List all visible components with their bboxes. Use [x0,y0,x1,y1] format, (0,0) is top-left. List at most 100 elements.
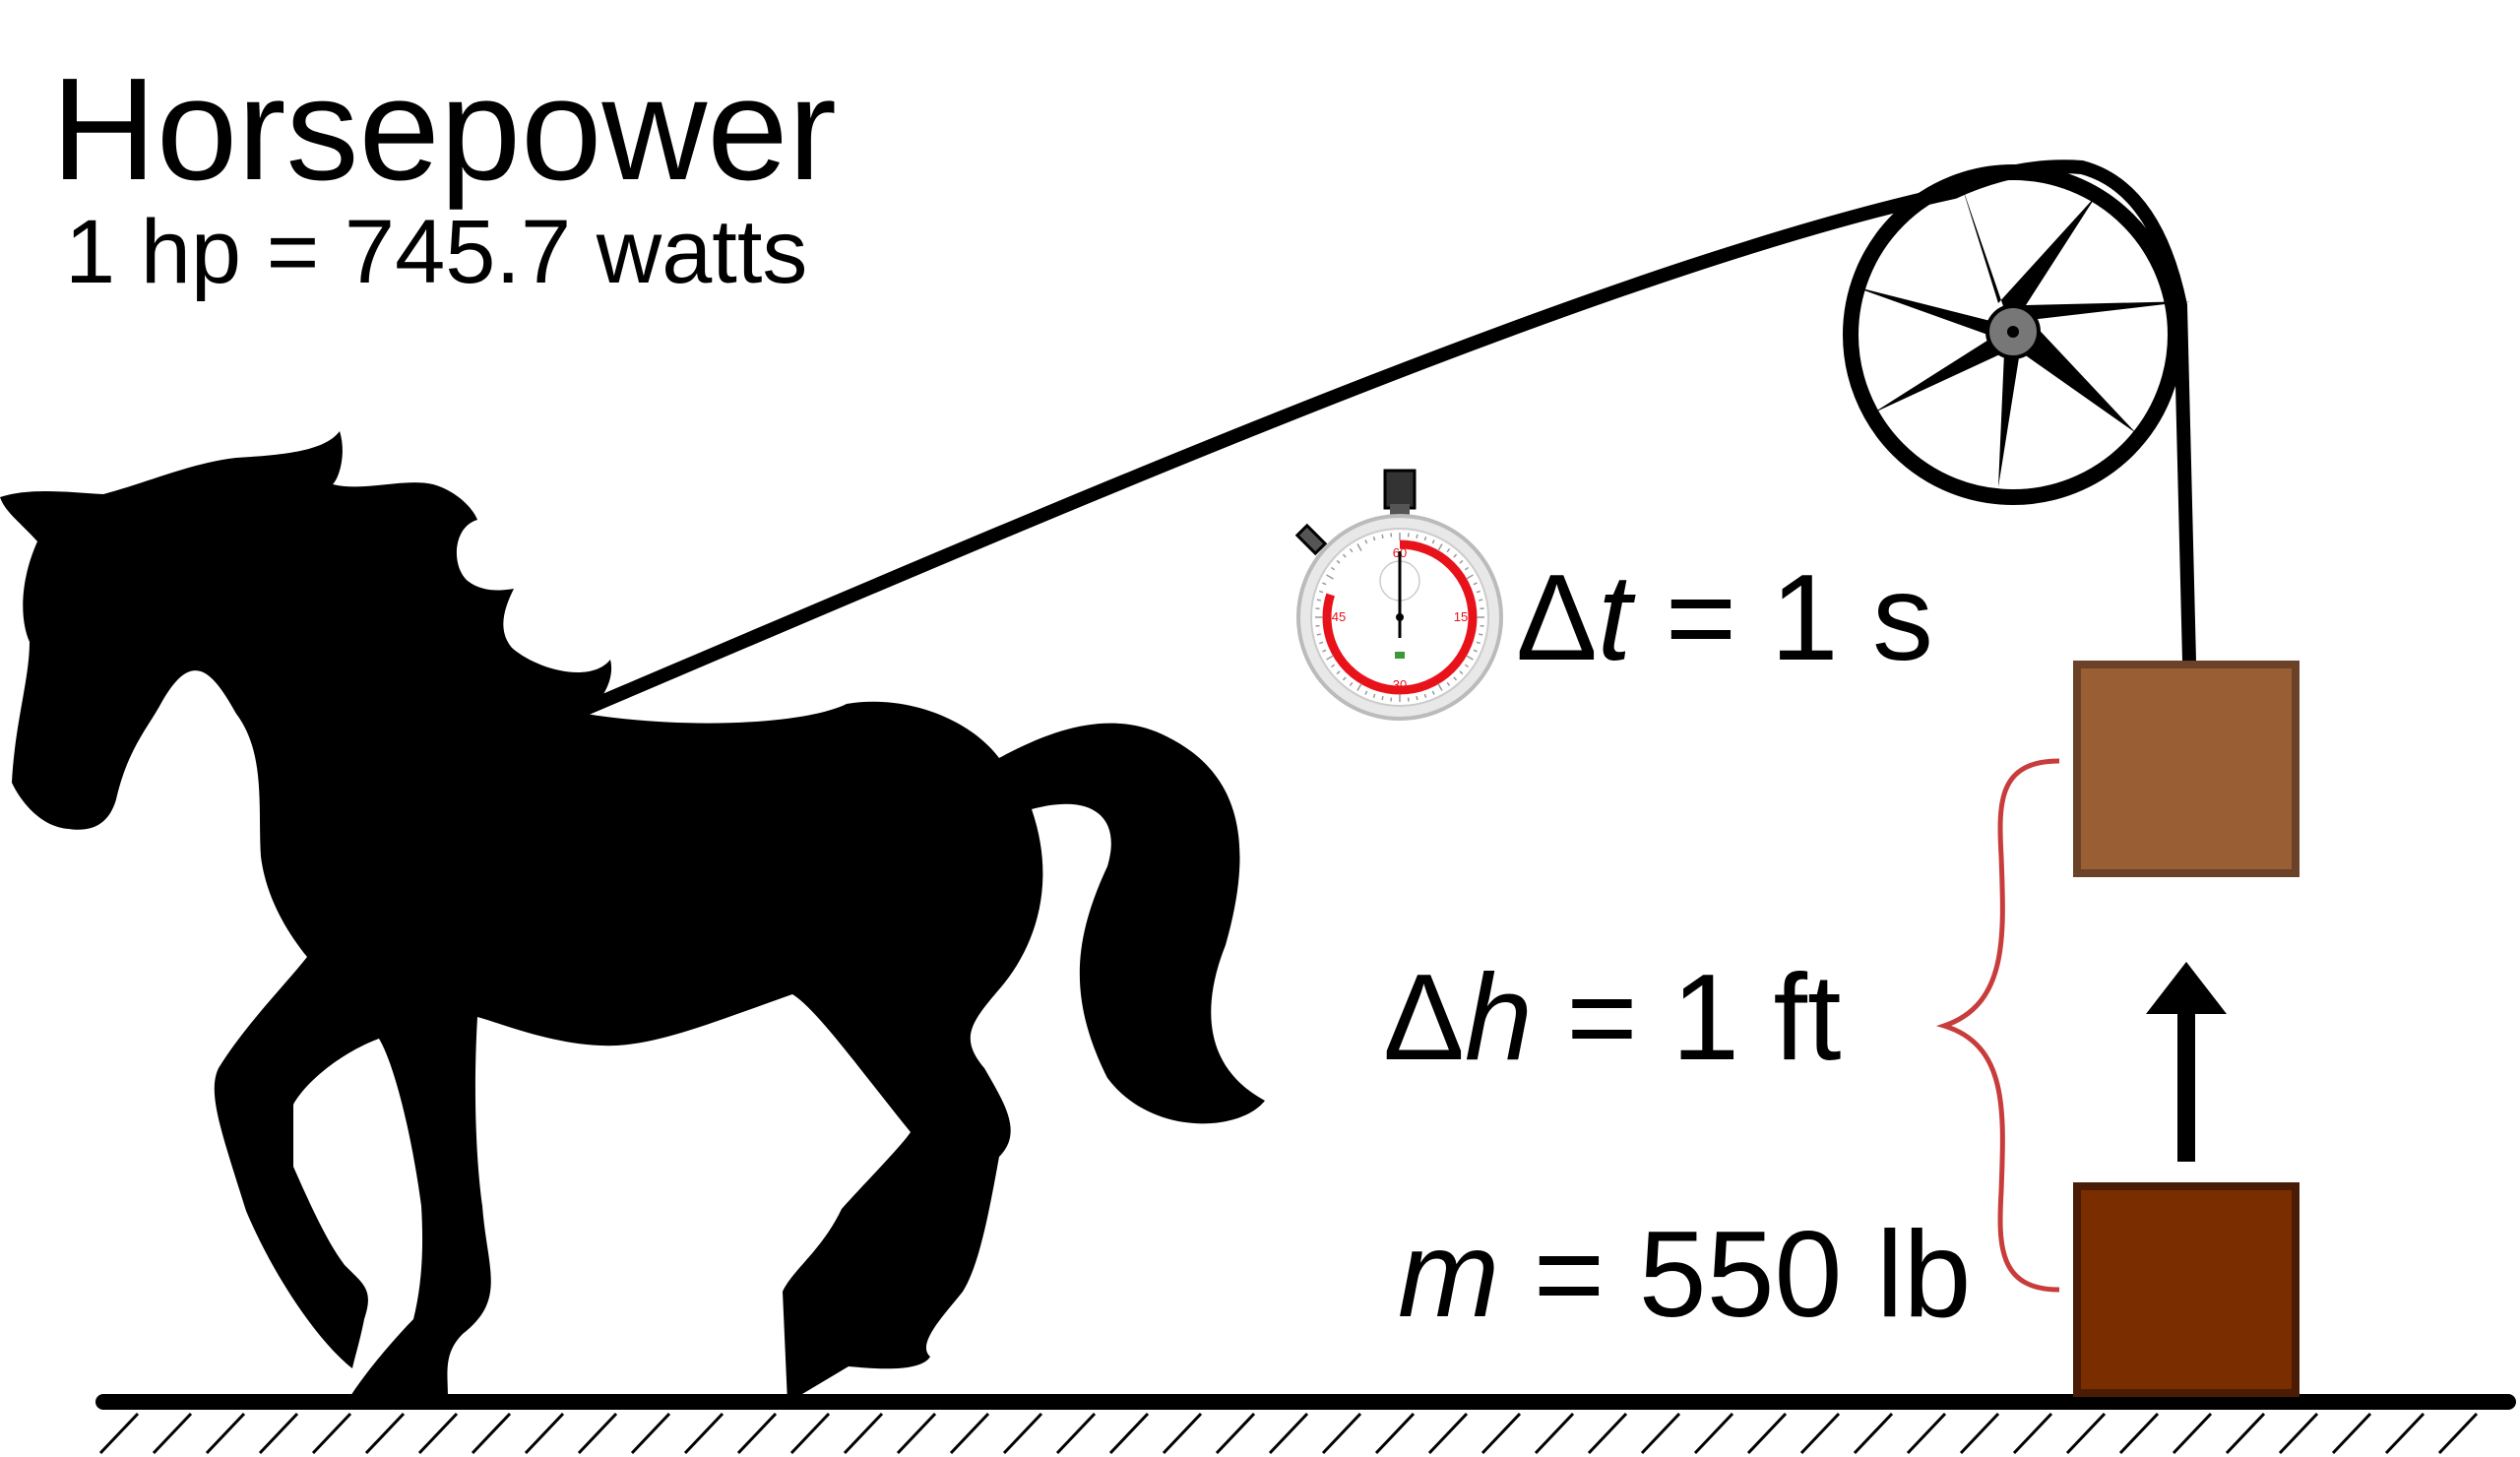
hatch-mark [2278,1412,2319,1455]
page-title: Horsepower [51,48,837,211]
page-subtitle: 1 hp = 745.7 watts [65,202,808,302]
stopwatch-tick [1459,670,1464,675]
stopwatch-tick [1326,655,1334,661]
stopwatch-tick [1342,676,1347,681]
stopwatch-tick [1453,676,1458,681]
stopwatch-tick [1466,655,1474,661]
hatch-mark [949,1412,990,1455]
hatch-mark [2065,1412,2107,1455]
hatch-mark [736,1412,778,1455]
stopwatch-tick [1446,547,1451,553]
hatch-mark [843,1412,884,1455]
stopwatch-tick [1330,566,1336,571]
hatch-mark [1534,1412,1575,1455]
time-delta: Δ [1516,550,1598,686]
mass-variable: m [1398,1207,1500,1343]
stopwatch-tick [1318,641,1324,645]
stopwatch-tick [1381,534,1384,538]
stopwatch-tick [1316,633,1321,636]
stopwatch-tick [1453,553,1458,558]
hatch-mark [896,1412,937,1455]
hatch-mark [1162,1412,1203,1455]
stopwatch-tick [1431,690,1435,695]
hatch-mark [1746,1412,1788,1455]
hatch-mark [417,1412,459,1455]
hatch-mark [2437,1412,2479,1455]
stopwatch-tick [1336,670,1341,675]
stopwatch-red-ring [1322,539,1478,695]
ground [95,1394,2516,1455]
stopwatch-tick [1464,664,1470,668]
stopwatch-tick [1464,566,1470,571]
stopwatch-tick-45: 45 [1332,609,1346,624]
stopwatch-tick-30: 30 [1393,677,1407,692]
hatch-mark [98,1412,140,1455]
stopwatch-tick [1416,534,1418,538]
hatch-mark [1374,1412,1416,1455]
box-lower [2073,1182,2300,1397]
arrow-shaft [2177,1009,2195,1162]
time-variable: t [1597,550,1632,686]
height-delta: Δ [1383,950,1465,1086]
rope [578,159,2196,718]
stopwatch-icon: 60 15 30 45 [1294,469,1503,721]
mass-equation: m = 550 lb [1398,1214,1971,1336]
stopwatch-tick [1437,683,1443,691]
hatch-mark [1959,1412,2000,1455]
stopwatch-tick [1356,543,1362,551]
hatch-mark [2012,1412,2053,1455]
hatch-mark [1640,1412,1681,1455]
hatch-mark [205,1412,246,1455]
hatch-mark [1002,1412,1043,1455]
hatch-mark [1427,1412,1469,1455]
stopwatch-tick [1479,599,1483,602]
time-value: = 1 s [1631,550,1934,686]
hatch-mark [364,1412,406,1455]
stopwatch-tick [1326,574,1334,580]
horse-silhouette-icon [0,431,1265,1403]
stopwatch-tick [1459,559,1464,564]
stopwatch-tick [1423,536,1427,541]
hatch-mark [311,1412,352,1455]
hatch-mark [1268,1412,1309,1455]
hatch-mark [2225,1412,2266,1455]
stopwatch-tick [1476,641,1481,645]
hatch-mark [258,1412,299,1455]
height-value: = 1 ft [1532,950,1842,1086]
stopwatch-crown [1383,469,1417,510]
stopwatch-tick [1381,696,1384,701]
stopwatch-tick [1372,693,1376,699]
stopwatch-tick [1437,543,1443,551]
height-equation: Δh = 1 ft [1383,957,1841,1079]
hatch-mark [152,1412,193,1455]
hatch-mark [1906,1412,1947,1455]
hatch-mark [2331,1412,2372,1455]
hatch-mark [789,1412,831,1455]
stopwatch-flag [1395,652,1405,659]
hatch-mark [1055,1412,1097,1455]
hatch-mark [1480,1412,1522,1455]
stopwatch-tick [1316,599,1321,602]
hatch-mark [1321,1412,1362,1455]
stopwatch-tick [1473,582,1478,586]
stopwatch-tick-marks [1315,533,1484,702]
hatch-mark [2384,1412,2426,1455]
stopwatch-hand-pivot [1396,613,1404,621]
mass-value: = 550 lb [1499,1207,1972,1343]
arrow-up-icon [2146,962,2227,1162]
stopwatch-tick [1336,559,1341,564]
stopwatch-tick [1349,547,1354,553]
box-upper [2073,661,2300,877]
pulley-wheel-icon [1843,164,2190,505]
stopwatch-tick [1416,696,1418,701]
hatch-mark [630,1412,671,1455]
hatch-mark [1587,1412,1628,1455]
hatch-mark [1215,1412,1256,1455]
stopwatch-tick [1479,633,1483,636]
stopwatch-tick [1342,553,1347,558]
stopwatch-tick [1349,681,1354,687]
hatch-mark [524,1412,565,1455]
stopwatch-tick [1330,664,1336,668]
